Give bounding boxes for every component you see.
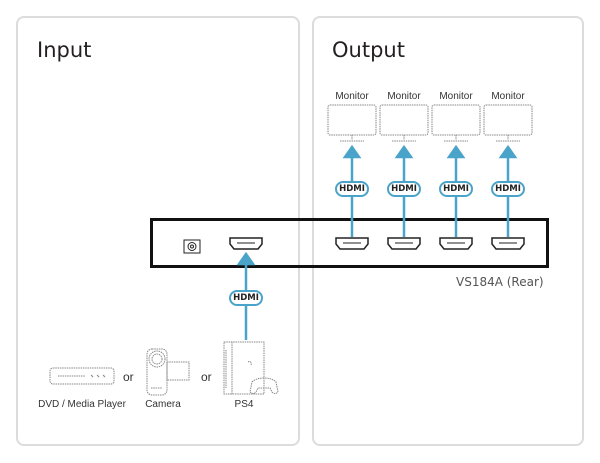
arrow-up-icon xyxy=(498,144,518,159)
device-label: VS184A (Rear) xyxy=(456,275,544,289)
ps4-icon xyxy=(223,341,279,395)
arrow-up-icon xyxy=(342,144,362,159)
output-title: Output xyxy=(332,38,405,62)
monitor-icon xyxy=(327,104,377,142)
hdmi-badge-input: HDMI xyxy=(229,290,263,306)
input-panel xyxy=(16,16,300,446)
vs184a-device xyxy=(150,218,549,268)
arrow-up-icon xyxy=(236,251,256,266)
arrow-up-icon xyxy=(446,144,466,159)
hdmi-badge-output-4: HDMI xyxy=(491,181,525,197)
hdmi-badge-output-1: HDMI xyxy=(335,181,369,197)
dvd-player-icon xyxy=(49,367,115,385)
camera-icon xyxy=(146,348,190,396)
dvd-player-label: DVD / Media Player xyxy=(38,399,126,410)
hdmi-badge-output-2: HDMI xyxy=(387,181,421,197)
input-title: Input xyxy=(37,38,92,62)
hdmi-badge-output-3: HDMI xyxy=(439,181,473,197)
monitor-label-3: Monitor xyxy=(439,91,473,102)
monitor-icon xyxy=(483,104,533,142)
monitor-label-1: Monitor xyxy=(335,91,369,102)
camera-label: Camera xyxy=(145,399,181,410)
monitor-label-4: Monitor xyxy=(491,91,525,102)
ps4-label: PS4 xyxy=(234,399,254,410)
arrow-up-icon xyxy=(394,144,414,159)
monitor-label-2: Monitor xyxy=(387,91,421,102)
or-label: or xyxy=(201,370,212,384)
power-port-icon xyxy=(183,239,201,254)
monitor-icon xyxy=(431,104,481,142)
output-panel xyxy=(312,16,584,446)
or-label: or xyxy=(123,370,134,384)
monitor-icon xyxy=(379,104,429,142)
